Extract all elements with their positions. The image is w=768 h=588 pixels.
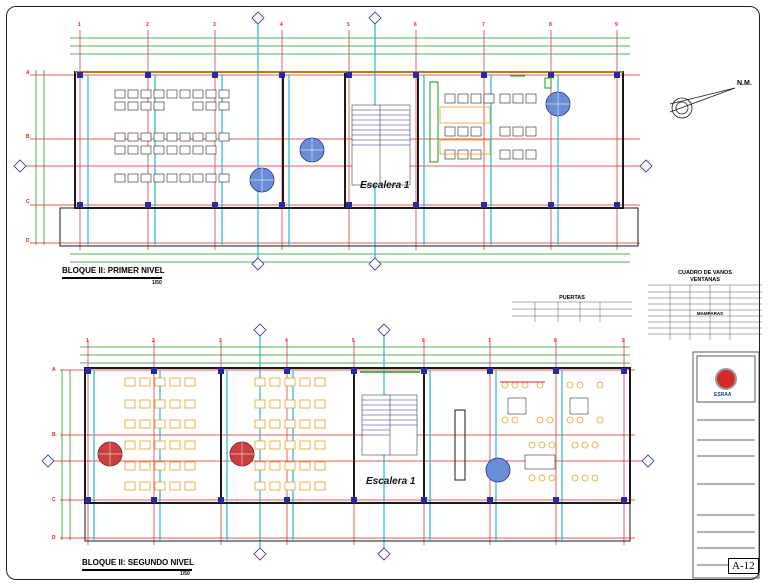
top-columns [77, 72, 620, 208]
plan-bottom-axis-number: 1 [86, 338, 89, 344]
bottom-workshop-chairs [501, 381, 604, 482]
top-axis-bubbles [13, 11, 653, 271]
plan-top-scale: 1/50 [152, 280, 162, 286]
north-arrow-label: N.M. [737, 80, 752, 87]
top-green-marks [429, 75, 552, 163]
title-block-frame [692, 351, 760, 579]
bottom-counter [454, 409, 466, 481]
plan-top [13, 11, 653, 271]
puertas-title: PUERTAS [559, 295, 585, 301]
bottom-columns [85, 368, 627, 503]
plan-bottom-axis-number: 9 [622, 338, 625, 344]
plan-bottom-title-underline [82, 569, 192, 571]
top-library-desk [439, 106, 491, 124]
plan-top-title: BLOQUE II: PRIMER NIVEL [62, 266, 165, 275]
plan-bottom-axis-number: 3 [219, 338, 222, 344]
institution-logo [715, 368, 737, 390]
sheet-code: A-12 [728, 558, 759, 574]
top-glass-lines [87, 20, 559, 265]
top-rug-grid [250, 92, 570, 192]
bottom-stair-steps [362, 399, 417, 436]
bottom-walls [84, 367, 631, 542]
plan-bottom-axis-number: 6 [422, 338, 425, 344]
cuadro-vanos-grid [648, 284, 762, 340]
plan-bottom-stair-label: Escalera 1 [366, 476, 416, 487]
bottom-dimension-lines [61, 346, 630, 540]
plan-bottom-axis-number: 2 [152, 338, 155, 344]
plan-bottom-axis-letter: D [52, 535, 56, 541]
logo-text: ESRAA [714, 392, 732, 398]
plan-bottom-title: BLOQUE II: SEGUNDO NIVEL [82, 558, 195, 567]
cuadro-vanos-mamparas: MAMPARAS [696, 311, 724, 316]
cuadro-vanos-subtitle: VENTANAS [690, 277, 720, 283]
plan-top-axis-number: 9 [615, 22, 618, 28]
plan-top-axis-number: 2 [146, 22, 149, 28]
plan-bottom-axis-number: 4 [285, 338, 288, 344]
top-axis-lines [25, 30, 645, 250]
top-library-tables [444, 93, 537, 160]
plan-top-axis-letter: B [26, 134, 30, 140]
plan-top-axis-number: 8 [549, 22, 552, 28]
plan-top-axis-number: 4 [280, 22, 283, 28]
bottom-workshop-tables [507, 397, 589, 470]
bottom-axis-bubbles [41, 323, 655, 561]
plan-bottom-axis-letter: A [52, 367, 56, 373]
plan-bottom-axis-number: 7 [488, 338, 491, 344]
sheet-border [6, 6, 760, 580]
plan-top-stair-label: Escalera 1 [360, 180, 410, 191]
bottom-desks [124, 377, 326, 491]
top-library-desk-2 [439, 139, 491, 155]
top-desks [114, 89, 230, 183]
plan-bottom-axis-letter: B [52, 432, 56, 438]
plan-top-title-underline [62, 277, 162, 279]
plan-bottom-scale: 1/50 [180, 571, 190, 577]
puertas-grid [512, 301, 632, 322]
plan-top-axis-letter: D [26, 238, 30, 244]
plan-bottom-axis-letter: C [52, 497, 56, 503]
plan-top-axis-number: 7 [482, 22, 485, 28]
plan-bottom [41, 323, 655, 561]
plan-top-axis-number: 3 [213, 22, 216, 28]
plan-top-axis-letter: A [26, 70, 30, 76]
bottom-glass-lines [93, 330, 563, 555]
top-stair-steps [352, 109, 410, 146]
plan-bottom-axis-number: 8 [554, 338, 557, 344]
cuadro-vanos-title: CUADRO DE VANOS [678, 270, 732, 276]
plan-top-axis-number: 1 [78, 22, 81, 28]
plan-top-axis-number: 6 [414, 22, 417, 28]
north-arrow-symbol [669, 87, 736, 119]
plan-top-axis-number: 5 [347, 22, 350, 28]
bottom-red-rug-grid [98, 442, 254, 466]
plan-bottom-axis-number: 5 [352, 338, 355, 344]
top-dimension-lines [35, 37, 630, 263]
plan-top-axis-letter: C [26, 199, 30, 205]
bottom-blue-rug [485, 457, 511, 483]
